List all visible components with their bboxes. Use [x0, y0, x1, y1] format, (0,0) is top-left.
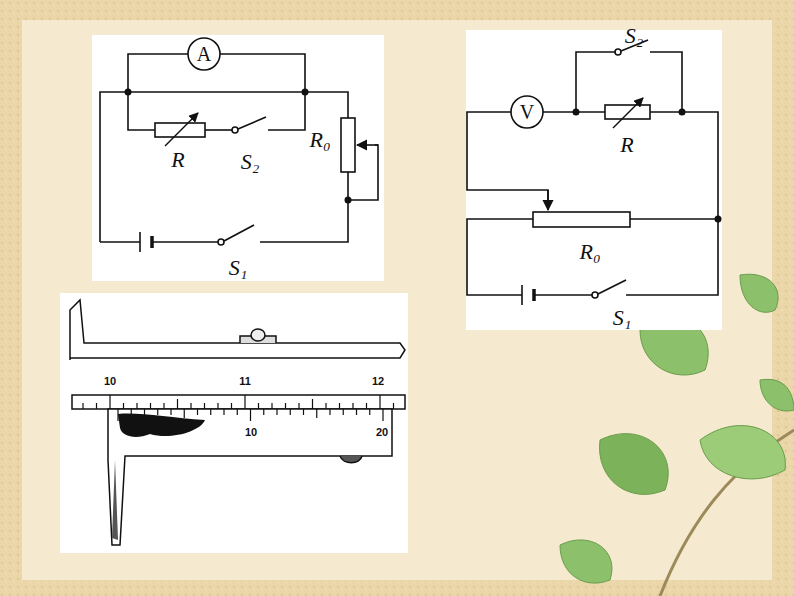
rheostat-label: R₀	[579, 241, 600, 263]
junction-dot	[573, 109, 722, 223]
main-scale-ticks	[83, 395, 394, 409]
rheostat-symbol	[533, 190, 630, 227]
variable-resistor-symbol	[605, 98, 650, 128]
meter-letter: V	[520, 102, 534, 122]
vernier-scale-number: 20	[376, 427, 388, 438]
switch-symbol	[218, 225, 254, 245]
circuit-panel	[466, 30, 722, 330]
switch-label: S₂	[241, 151, 260, 173]
resistor-label: R	[171, 149, 184, 171]
voltmeter-circle: V	[510, 95, 544, 129]
ammeter-circle: A	[187, 37, 221, 71]
main-scale-number: 11	[239, 376, 251, 387]
junction-dot	[125, 89, 352, 204]
circuit-wires	[100, 54, 378, 242]
variable-resistor-symbol	[155, 113, 205, 146]
caliper-panel	[60, 293, 408, 553]
battery-symbol	[522, 285, 534, 305]
vernier-scale-number: 10	[245, 427, 257, 438]
slide-ground	[22, 20, 772, 580]
main-scale-number: 10	[104, 376, 116, 387]
switch-symbol	[232, 117, 266, 133]
main-scale-number: 12	[372, 376, 384, 387]
vernier-slider	[108, 409, 392, 545]
rheostat-label: R₀	[309, 129, 330, 151]
switch-symbol	[592, 280, 626, 298]
circuit-wires	[467, 52, 718, 295]
rheostat-symbol	[341, 118, 378, 172]
switch-label: S₁	[229, 257, 248, 279]
resistor-label: R	[620, 134, 633, 156]
caliper-body	[70, 300, 405, 409]
meter-letter: A	[197, 44, 211, 64]
vernier-scale-ticks	[118, 409, 383, 421]
circuit-panel	[92, 35, 384, 281]
battery-symbol	[140, 232, 152, 252]
switch-label: S₁	[613, 307, 632, 329]
switch-label: S₂	[625, 25, 644, 47]
